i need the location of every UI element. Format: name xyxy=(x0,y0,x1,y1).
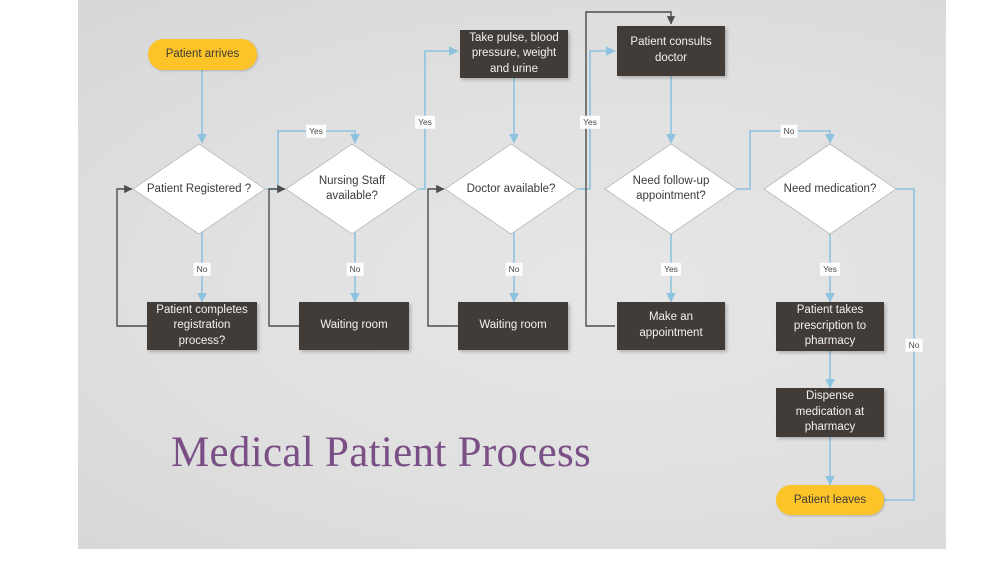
node-take-vitals[interactable]: Take pulse, blood pressure, weight and u… xyxy=(460,30,568,78)
node-nursing-staff-available[interactable]: Nursing Staff available? xyxy=(285,143,419,235)
node-make-appointment[interactable]: Make an appointment xyxy=(617,302,725,350)
edge-label-medication-no-right: No xyxy=(905,338,923,352)
node-registration-process[interactable]: Patient completes registration process? xyxy=(147,302,257,350)
edge-label-registered-yes: Yes xyxy=(306,124,326,138)
diamond-shape xyxy=(604,143,738,235)
node-label: Patient arrives xyxy=(165,48,240,61)
node-need-follow-up[interactable]: Need follow-up appointment? xyxy=(604,143,738,235)
slide-title: Medical Patient Process xyxy=(171,429,592,476)
node-patient-leaves[interactable]: Patient leaves xyxy=(776,485,884,515)
node-dispense-medication[interactable]: Dispense medication at pharmacy xyxy=(776,388,884,437)
edge-label-nursing-no: No xyxy=(346,262,364,276)
presentation-slide: Patient arrives Patient Registered ? Pat… xyxy=(78,0,946,549)
node-doctor-available[interactable]: Doctor available? xyxy=(444,143,578,235)
node-label: Dispense medication at pharmacy xyxy=(795,390,865,434)
node-patient-registered[interactable]: Patient Registered ? xyxy=(132,143,266,235)
node-prescription-to-pharmacy[interactable]: Patient takes prescription to pharmacy xyxy=(776,302,884,351)
edge-label-medication-yes: Yes xyxy=(820,262,840,276)
node-label: Take pulse, blood pressure, weight and u… xyxy=(469,31,559,75)
node-need-medication[interactable]: Need medication? xyxy=(763,143,897,235)
node-patient-arrives[interactable]: Patient arrives xyxy=(148,39,257,70)
node-label: Waiting room xyxy=(479,319,547,332)
edge-label-registered-no: No xyxy=(193,262,211,276)
node-label: Patient completes registration process? xyxy=(156,303,248,347)
edge-label-doctor-no: No xyxy=(505,262,523,276)
diamond-shape xyxy=(285,143,419,235)
edge-label-nursing-yes: Yes xyxy=(415,115,435,129)
diamond-shape xyxy=(444,143,578,235)
node-label: Patient takes prescription to pharmacy xyxy=(793,304,867,348)
node-waiting-room-1[interactable]: Waiting room xyxy=(299,302,409,350)
node-consults-doctor[interactable]: Patient consults doctor xyxy=(617,26,725,76)
node-label: Make an appointment xyxy=(639,311,703,339)
edge-label-medication-no-top: No xyxy=(780,124,798,138)
edge-label-doctor-yes: Yes xyxy=(580,115,600,129)
diamond-shape xyxy=(763,143,897,235)
node-label: Patient leaves xyxy=(793,493,867,506)
node-label: Waiting room xyxy=(320,319,388,332)
node-waiting-room-2[interactable]: Waiting room xyxy=(458,302,568,350)
diamond-shape xyxy=(132,143,266,235)
node-label: Patient consults doctor xyxy=(630,36,712,64)
edge-label-followup-yes: Yes xyxy=(661,262,681,276)
